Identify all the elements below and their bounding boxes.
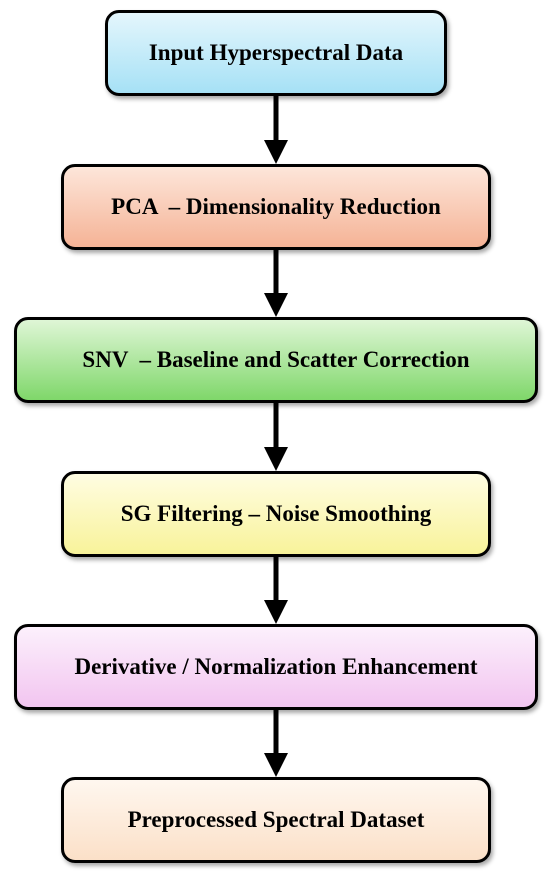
step-snv: SNV – Baseline and Scatter Correction <box>14 317 538 403</box>
down-arrow-icon <box>261 403 291 471</box>
step-label: Derivative / Normalization Enhancement <box>74 654 478 679</box>
step-label: Input Hyperspectral Data <box>148 40 404 65</box>
step-input-hyperspectral-data: Input Hyperspectral Data <box>105 10 447 96</box>
down-arrow-icon <box>261 557 291 624</box>
step-pca: PCA – Dimensionality Reduction <box>61 164 491 250</box>
down-arrow-icon <box>261 96 291 164</box>
down-arrow-icon <box>261 710 291 777</box>
step-label: SG Filtering – Noise Smoothing <box>120 501 432 526</box>
step-derivative-normalization: Derivative / Normalization Enhancement <box>14 624 538 710</box>
step-label: SNV – Baseline and Scatter Correction <box>82 347 470 372</box>
down-arrow-icon <box>261 250 291 317</box>
step-label: PCA – Dimensionality Reduction <box>111 194 441 219</box>
step-preprocessed-dataset: Preprocessed Spectral Dataset <box>61 777 491 863</box>
step-sg-filtering: SG Filtering – Noise Smoothing <box>61 471 491 557</box>
step-label: Preprocessed Spectral Dataset <box>127 807 425 832</box>
